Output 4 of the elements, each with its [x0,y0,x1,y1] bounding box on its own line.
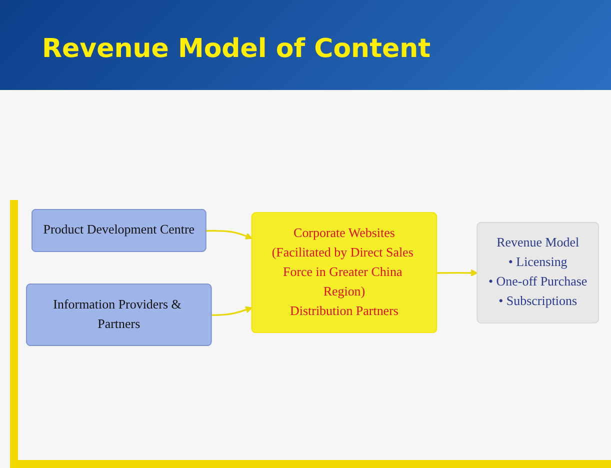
arrow [206,230,253,240]
arrow [212,306,253,316]
title: Revenue Model of Content [42,34,431,64]
arrow [437,269,478,276]
